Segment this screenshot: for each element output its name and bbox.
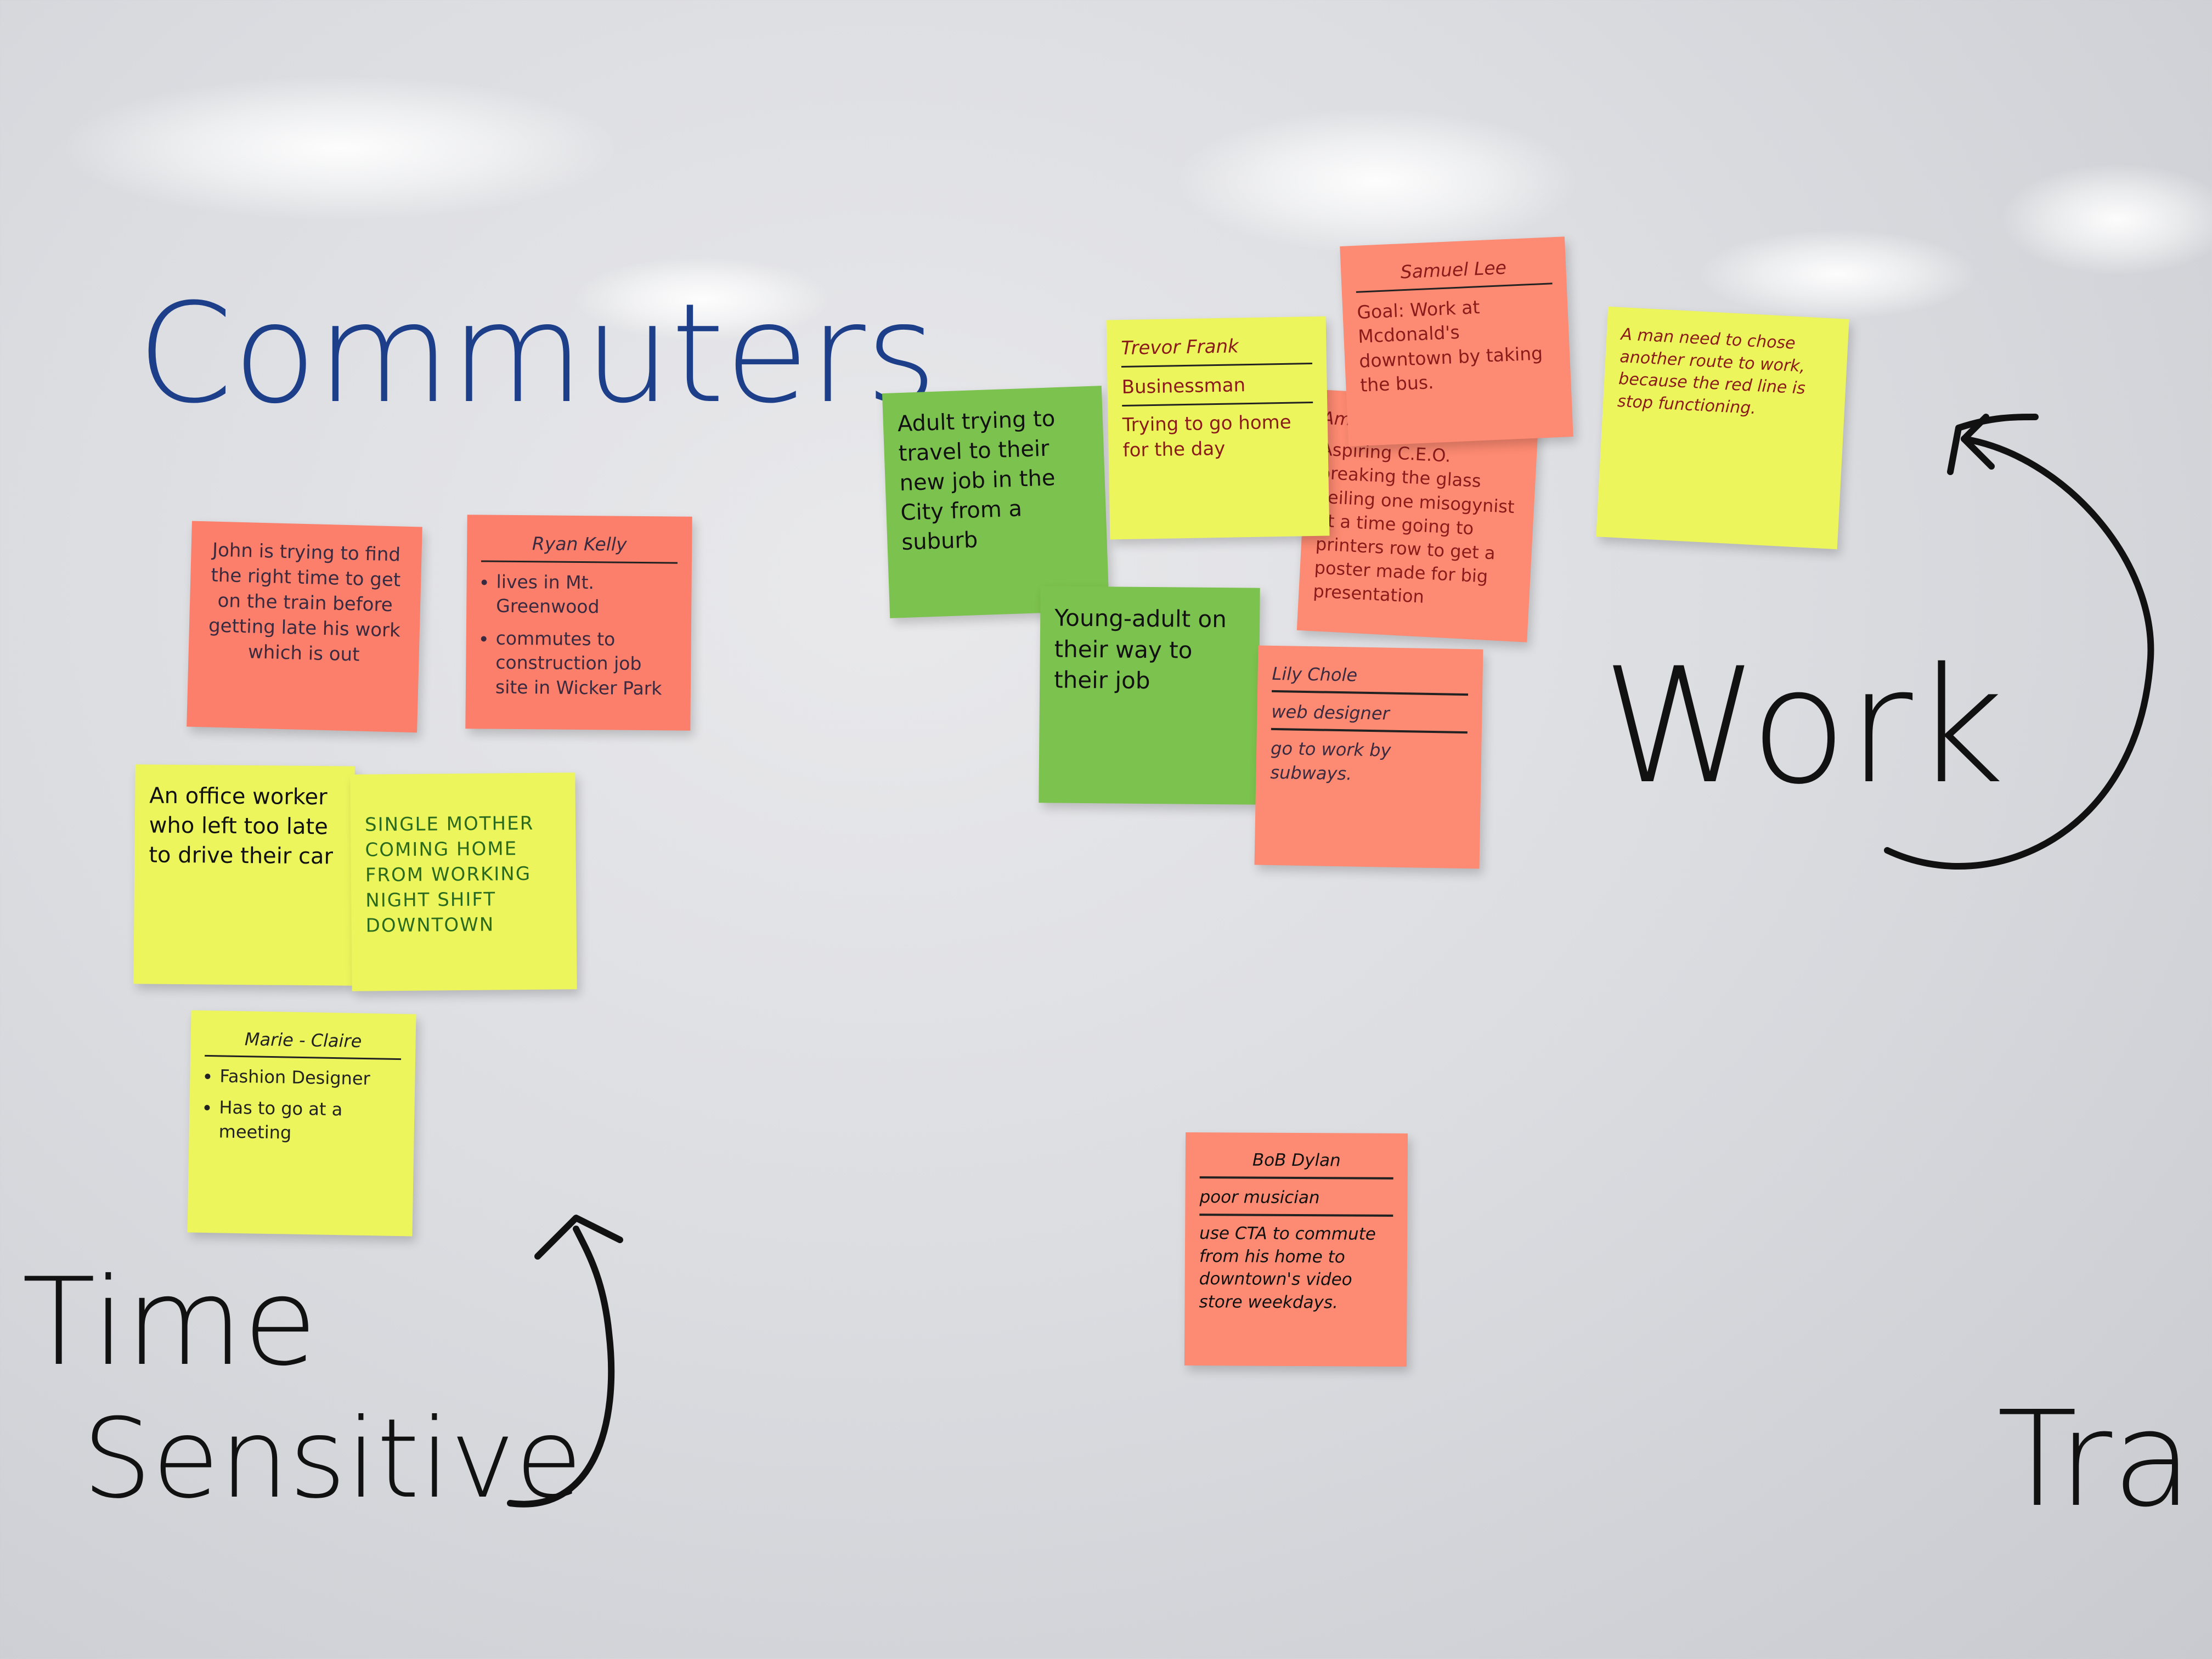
sticky-note-single-mother: SINGLE MOTHER COMING HOME FROM WORKING N… bbox=[350, 772, 577, 991]
sticky-note-john: John is trying to find the right time to… bbox=[187, 521, 422, 733]
curved-arrow-icon bbox=[1884, 414, 2154, 870]
label-time: Time bbox=[22, 1252, 318, 1392]
sticky-note-lily: Lily Chole web designer go to work by su… bbox=[1254, 645, 1483, 869]
label-work: Work bbox=[1602, 634, 2005, 819]
note-text: Aspiring C.E.O. breaking the glass ceili… bbox=[1312, 438, 1515, 608]
sticky-note-young-adult: Young-adult on their way to their job bbox=[1039, 586, 1260, 805]
note-text: Adult trying to travel to their new job … bbox=[897, 406, 1056, 556]
note-name: Marie - Claire bbox=[205, 1026, 402, 1060]
sticky-note-trevor: Trevor Frank Businessman Trying to go ho… bbox=[1106, 316, 1330, 540]
glare bbox=[576, 258, 828, 340]
note-name: BoB Dylan bbox=[1199, 1149, 1393, 1180]
note-bullet: lives in Mt. Greenwood bbox=[496, 569, 678, 620]
note-text: Trying to go home for the day bbox=[1122, 411, 1291, 461]
note-text: go to work by subways. bbox=[1270, 738, 1391, 785]
note-name: Trevor Frank bbox=[1121, 332, 1312, 368]
note-role: poor musician bbox=[1199, 1186, 1393, 1217]
note-bullet: commutes to construction job site in Wic… bbox=[495, 626, 677, 701]
sticky-note-samuel: Samuel Lee Goal: Work at Mcdonald's down… bbox=[1340, 236, 1573, 447]
note-bullets: lives in Mt. Greenwood commutes to const… bbox=[480, 569, 678, 701]
note-bullets: Fashion Designer Has to go at a meeting bbox=[203, 1064, 400, 1147]
note-text: use CTA to commute from his home to down… bbox=[1199, 1223, 1376, 1313]
sticky-note-man-route: A man need to chose another route to wor… bbox=[1596, 306, 1849, 550]
curved-arrow-icon bbox=[507, 1215, 623, 1508]
label-sensitive: Sensitive bbox=[82, 1395, 583, 1523]
glare bbox=[1180, 110, 1575, 252]
sticky-note-marie: Marie - Claire Fashion Designer Has to g… bbox=[187, 1010, 416, 1237]
note-bullet: Fashion Designer bbox=[219, 1065, 401, 1092]
sticky-note-office-worker: An office worker who left too late to dr… bbox=[133, 764, 355, 986]
sticky-note-adult: Adult trying to travel to their new job … bbox=[882, 386, 1110, 618]
note-text: Goal: Work at Mcdonald's downtown by tak… bbox=[1356, 296, 1543, 396]
sticky-note-bob: BoB Dylan poor musician use CTA to commu… bbox=[1184, 1132, 1408, 1367]
note-text: John is trying to find the right time to… bbox=[208, 539, 401, 666]
note-text: A man need to chose another route to wor… bbox=[1617, 325, 1806, 418]
note-text: An office worker who left too late to dr… bbox=[149, 783, 334, 870]
sticky-note-ryan: Ryan Kelly lives in Mt. Greenwood commut… bbox=[465, 515, 692, 731]
note-name: Samuel Lee bbox=[1355, 253, 1553, 293]
note-role: Businessman bbox=[1121, 371, 1313, 407]
glare bbox=[1701, 230, 1975, 318]
note-name: Ryan Kelly bbox=[481, 531, 678, 564]
label-travel-partial: Tra bbox=[1997, 1383, 2193, 1536]
glare bbox=[2002, 165, 2212, 274]
note-role: web designer bbox=[1271, 700, 1468, 734]
note-bullet: Has to go at a meeting bbox=[218, 1096, 400, 1147]
glare bbox=[66, 77, 614, 219]
note-name: Lily Chole bbox=[1272, 662, 1469, 696]
note-text: SINGLE MOTHER COMING HOME FROM WORKING N… bbox=[364, 812, 534, 937]
label-commuters: Commuters bbox=[137, 274, 937, 433]
note-text: Young-adult on their way to their job bbox=[1054, 604, 1227, 695]
